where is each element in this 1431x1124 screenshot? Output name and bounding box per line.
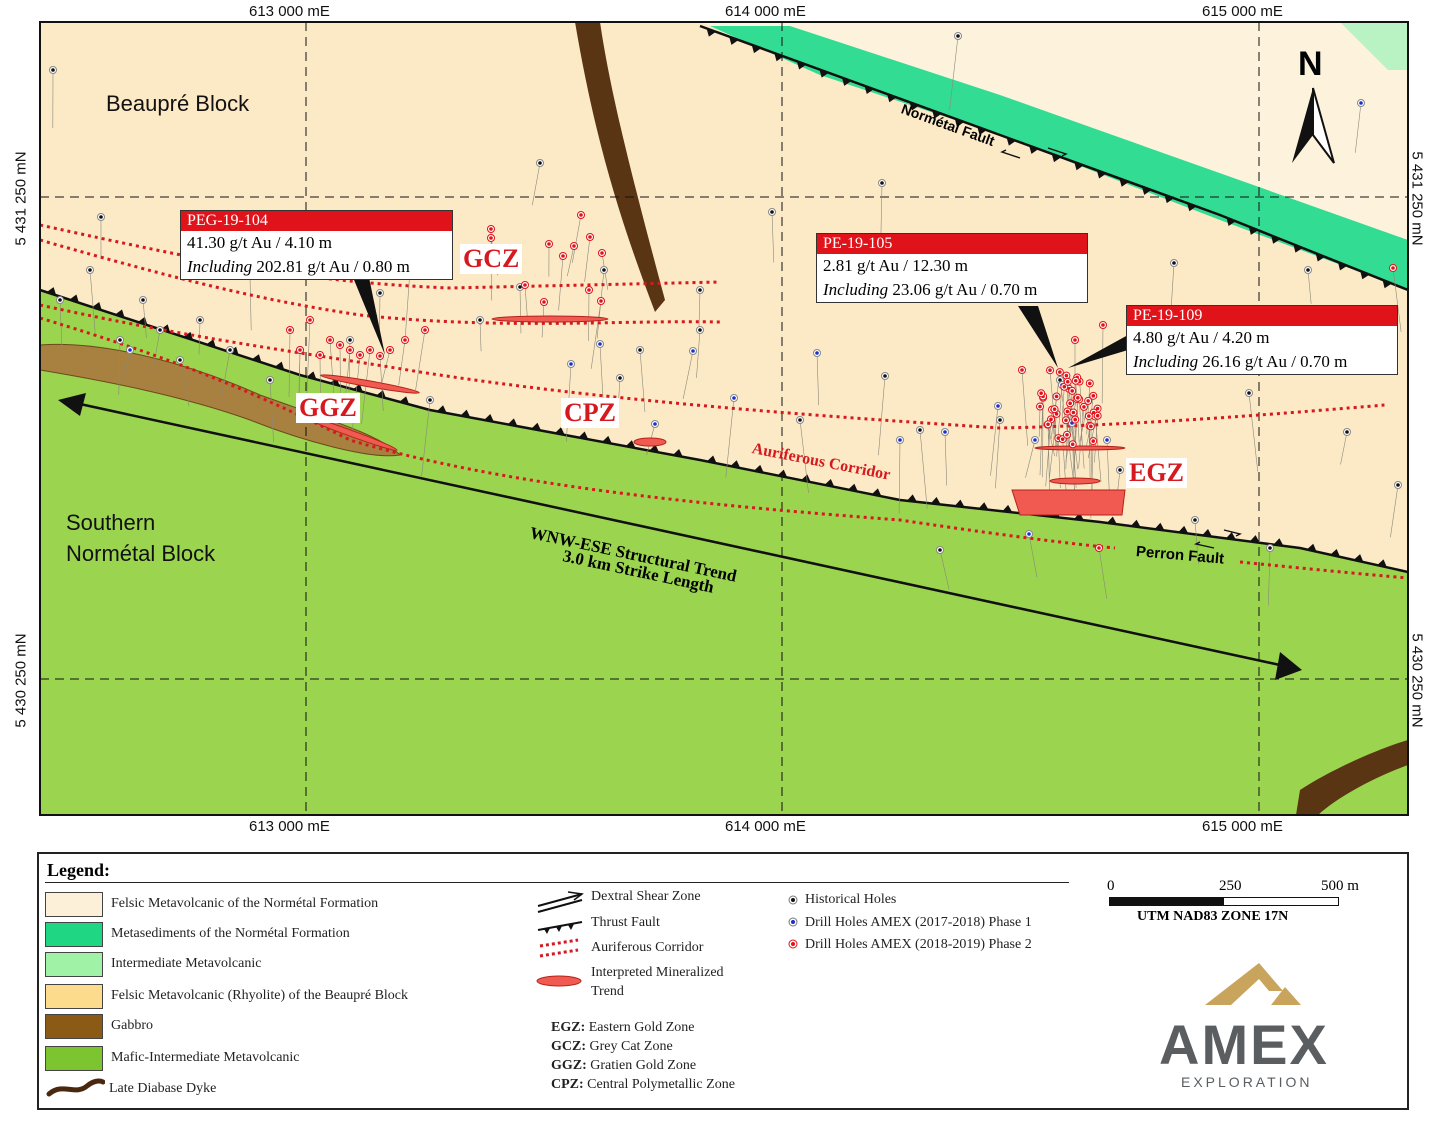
legend-title: Legend: — [47, 860, 110, 880]
zone-cpz: CPZ — [561, 398, 619, 428]
legend-swatch — [45, 952, 103, 977]
legend-mineralized-trend-2: Trend — [591, 984, 624, 999]
right-northing-1: 5 431 250 mN — [1408, 151, 1426, 246]
amex-logo-subtitle: EXPLORATION — [1181, 1074, 1313, 1090]
legend-unit-label: Metasediments of the Normétal Formation — [111, 926, 350, 941]
bottom-easting-2: 614 000 mE — [725, 818, 806, 835]
callout-hole-id: PE-19-109 — [1127, 306, 1397, 326]
north-label: N — [1298, 45, 1323, 83]
legend-unit-label: Gabbro — [111, 1018, 153, 1033]
diabase-dyke-southeast — [1296, 740, 1408, 815]
legend-swatch — [45, 1046, 103, 1071]
callout-hole-id: PE-19-105 — [817, 234, 1087, 254]
callout-including: Including 23.06 g/t Au / 0.70 m — [823, 280, 1038, 299]
legend-auriferous-corridor: Auriferous Corridor — [591, 940, 704, 955]
left-northing-2: 5 430 250 mN — [12, 633, 30, 728]
scale-tick-250: 250 — [1219, 878, 1242, 894]
legend-unit-label: Late Diabase Dyke — [109, 1081, 217, 1096]
geological-map — [39, 21, 1409, 816]
abbr-ggz: GGZ: Gratien Gold Zone — [551, 1058, 697, 1073]
legend-phase1-holes: Drill Holes AMEX (2017-2018) Phase 1 — [805, 915, 1032, 930]
legend-panel: Legend: Felsic Metavolcanic of the Normé… — [37, 852, 1409, 1110]
phase1-hole-icon — [791, 920, 795, 924]
mineralized-trends — [302, 315, 1126, 516]
callout-pointers — [345, 258, 1128, 368]
top-easting-1: 613 000 mE — [249, 3, 330, 20]
legend-thrust-fault: Thrust Fault — [591, 915, 660, 930]
beaupre-block-label: Beaupré Block — [106, 91, 250, 116]
legend-swatch — [45, 892, 103, 917]
callout-including: Including 202.81 g/t Au / 0.80 m — [187, 257, 410, 276]
right-northing-2: 5 430 250 mN — [1408, 633, 1426, 728]
abbr-cpz: CPZ: Central Polymetallic Zone — [551, 1077, 735, 1092]
map-frame — [39, 21, 1409, 816]
bottom-easting-3: 615 000 mE — [1202, 818, 1283, 835]
legend-swatch — [45, 984, 103, 1009]
historical-hole-icon — [791, 898, 795, 902]
southern-block-label-1: Southern — [66, 510, 156, 535]
abbr-egz: EGZ: Eastern Gold Zone — [551, 1020, 695, 1035]
abbr-gcz: GCZ: Grey Cat Zone — [551, 1039, 673, 1054]
scale-bar — [1109, 897, 1339, 906]
amex-logo-wordmark: AMEX — [1159, 1013, 1329, 1076]
callout-interval: 2.81 g/t Au / 12.30 m — [823, 256, 968, 275]
phase2-hole-icon — [791, 942, 795, 946]
mafic-intermediate-unit — [40, 290, 1408, 815]
legend-swatch — [45, 1014, 103, 1039]
zone-ggz: GGZ — [296, 393, 360, 423]
perron-fault-line — [40, 288, 1408, 574]
legend-divider — [45, 882, 1069, 883]
callout-peg-19-104: PEG-19-104 41.30 g/t Au / 4.10 m Includi… — [180, 210, 453, 280]
bottom-easting-1: 613 000 mE — [249, 818, 330, 835]
zone-gcz: GCZ — [460, 244, 523, 274]
left-northing-1: 5 431 250 mN — [12, 151, 30, 246]
late-diabase-dyke-icon — [46, 1078, 105, 1097]
callout-including: Including 26.16 g/t Au / 0.70 m — [1133, 352, 1348, 371]
legend-unit-label: Felsic Metavolcanic (Rhyolite) of the Be… — [111, 988, 409, 1003]
structural-trend-arrow — [58, 393, 1302, 680]
legend-hole-symbols — [788, 895, 798, 949]
amex-logo-mountain-icon — [1205, 963, 1301, 1005]
callout-hole-id: PEG-19-104 — [181, 211, 452, 231]
legend-unit-label: Mafic-Intermediate Metavolcanic — [111, 1050, 300, 1065]
legend-historical-holes: Historical Holes — [805, 892, 897, 907]
top-easting-2: 614 000 mE — [725, 3, 806, 20]
callout-interval: 4.80 g/t Au / 4.20 m — [1133, 328, 1270, 347]
legend-dextral-shear: Dextral Shear Zone — [591, 889, 701, 904]
legend-phase2-holes: Drill Holes AMEX (2018-2019) Phase 2 — [805, 937, 1032, 952]
zone-egz: EGZ — [1126, 458, 1187, 488]
top-easting-3: 615 000 mE — [1202, 3, 1283, 20]
mineralized-trend-icon — [536, 975, 582, 987]
thrust-fault-icon — [537, 921, 583, 934]
legend-swatch — [45, 922, 103, 947]
drill-collars — [49, 32, 1402, 554]
auriferous-corridor-lines — [40, 223, 1408, 580]
southern-block-label-2: Normétal Block — [66, 541, 216, 566]
legend-structure-symbols — [536, 891, 584, 987]
scale-projection: UTM NAD83 ZONE 17N — [1137, 909, 1289, 924]
auriferous-corridor-icon — [539, 938, 579, 958]
callout-pe-19-105: PE-19-105 2.81 g/t Au / 12.30 m Includin… — [816, 233, 1088, 303]
callout-interval: 41.30 g/t Au / 4.10 m — [187, 233, 332, 252]
legend-unit-label: Intermediate Metavolcanic — [111, 956, 262, 971]
diabase-dyke-north — [575, 22, 665, 312]
legend-mineralized-trend-1: Interpreted Mineralized — [591, 965, 724, 980]
north-arrow-icon — [1292, 87, 1335, 164]
dextral-shear-icon — [537, 891, 584, 913]
scale-tick-0: 0 — [1107, 878, 1115, 894]
legend-unit-label: Felsic Metavolcanic of the Normétal Form… — [111, 896, 379, 911]
normetal-fault-teeth — [706, 28, 1392, 289]
callout-pe-19-109: PE-19-109 4.80 g/t Au / 4.20 m Including… — [1126, 305, 1398, 375]
scale-tick-500: 500 m — [1321, 878, 1359, 894]
dextral-shear-arrows — [1000, 147, 1243, 549]
